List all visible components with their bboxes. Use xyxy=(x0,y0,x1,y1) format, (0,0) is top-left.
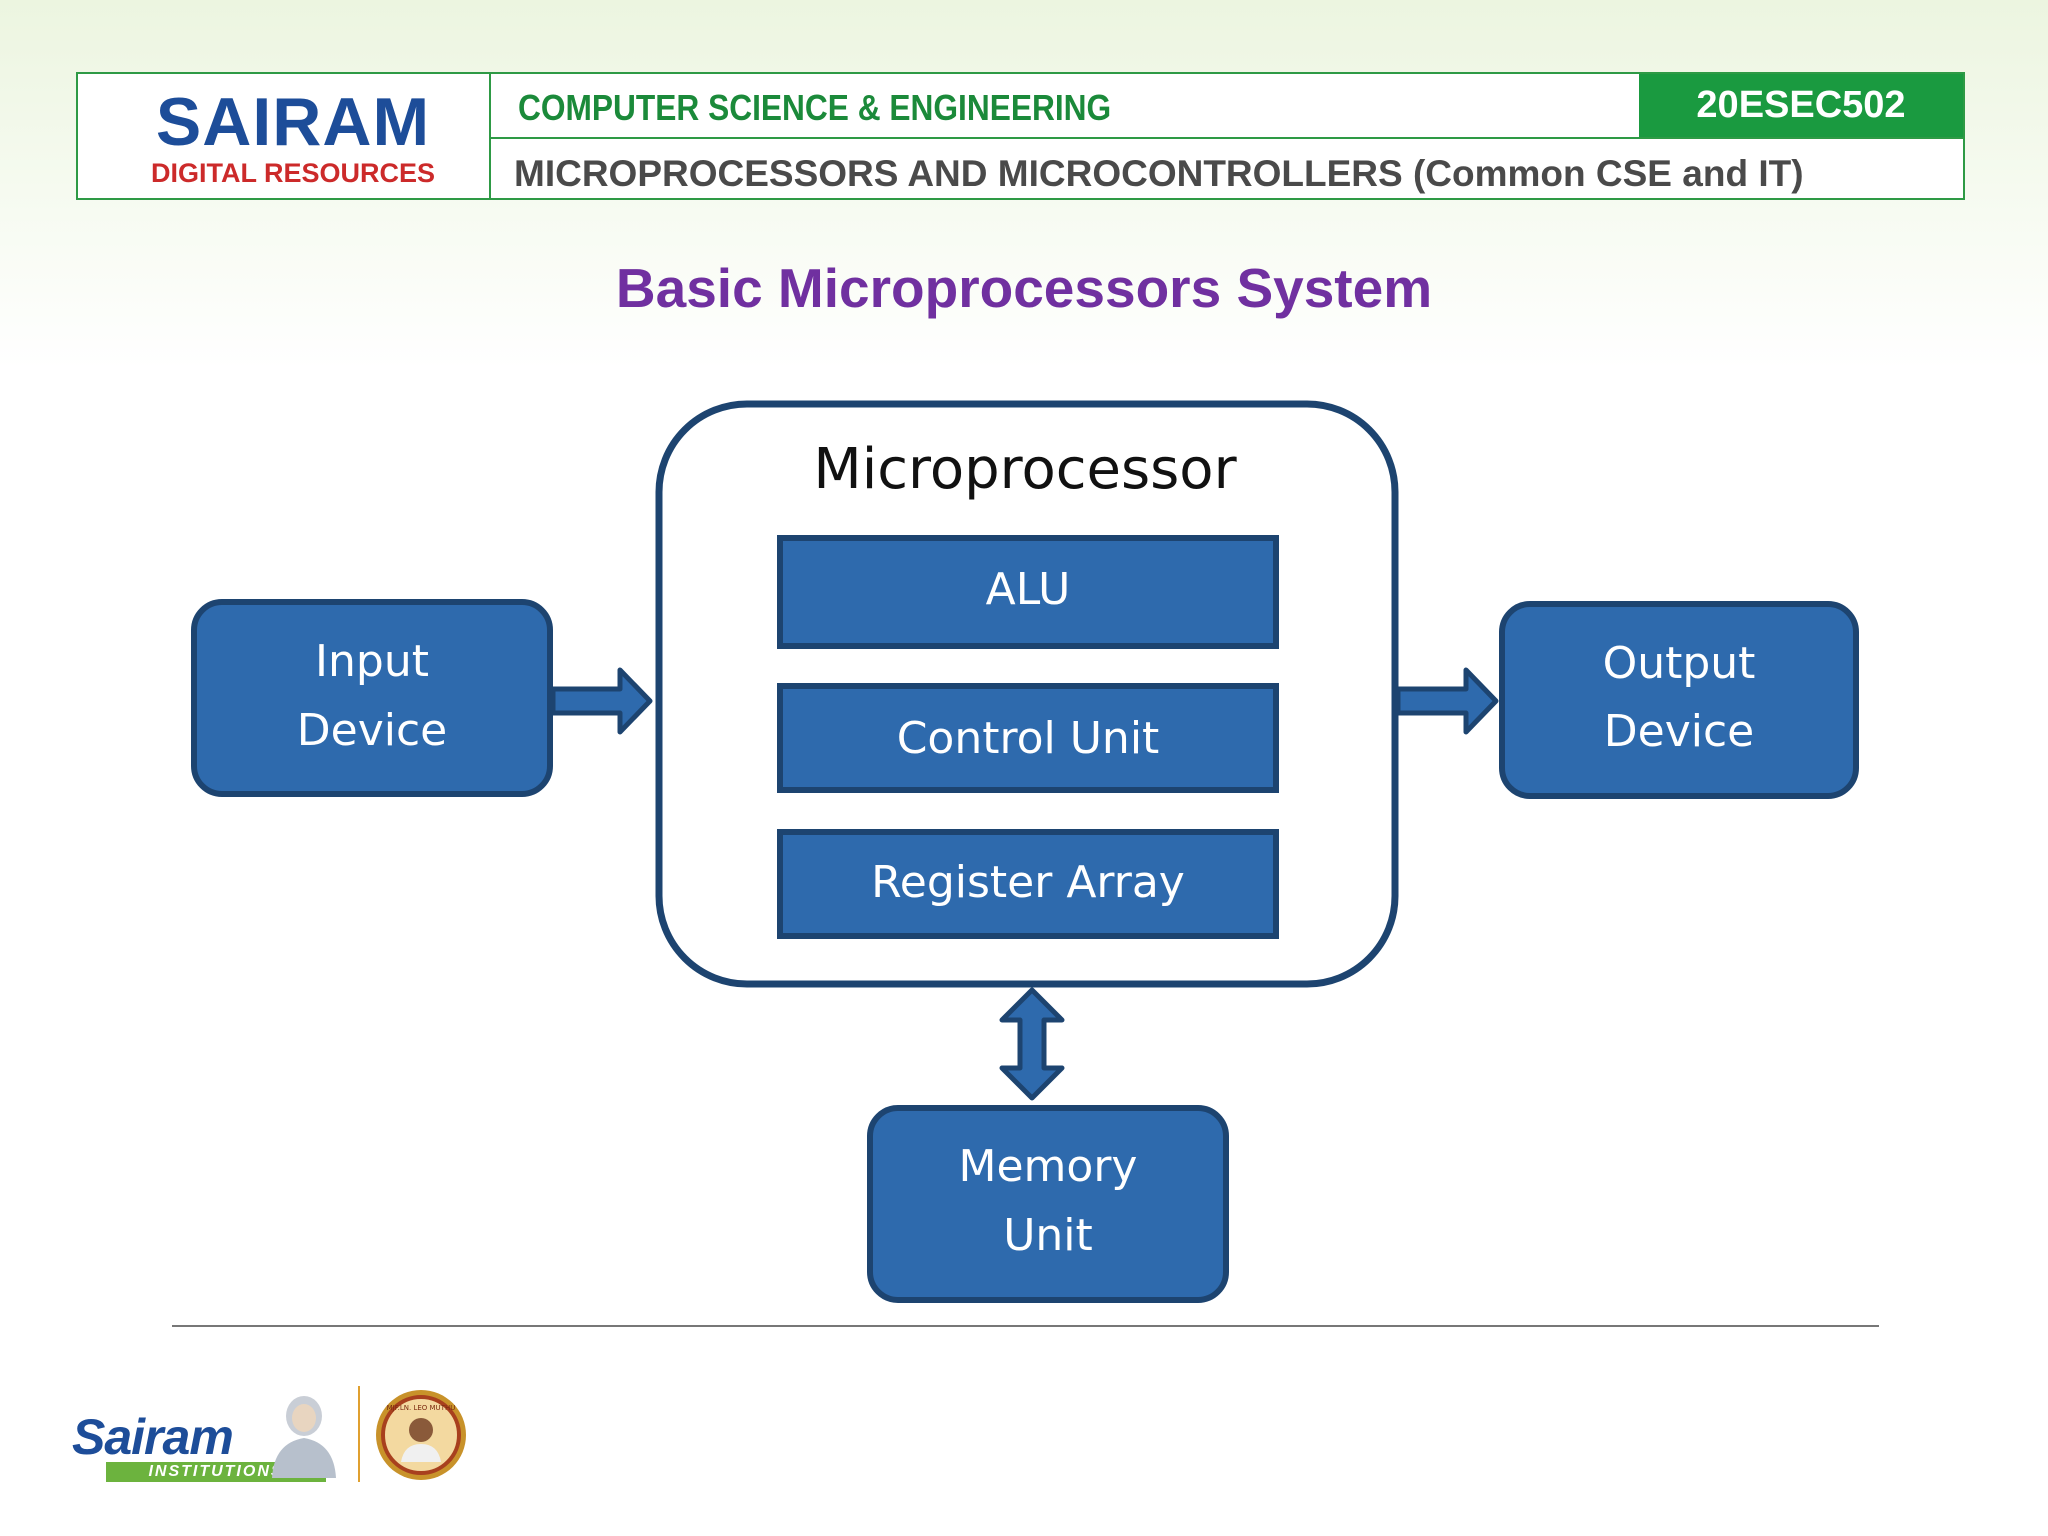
memory-unit-label-line1: Memory xyxy=(959,1141,1138,1192)
brand-name: Sairam xyxy=(72,1409,234,1465)
logo-main-text: SAIRAM xyxy=(155,84,431,160)
slide-title: Basic Microprocessors System xyxy=(615,257,1433,319)
memory-unit-block xyxy=(867,1105,1229,1303)
logo-sub-text: DIGITAL RESOURCES xyxy=(150,158,436,188)
footer-separator xyxy=(358,1386,360,1482)
output-device-label-line2: Device xyxy=(1604,706,1754,757)
input-device-label-line1: Input xyxy=(315,636,429,687)
alu-label: ALU xyxy=(986,564,1071,615)
microprocessor-label: Microprocessor xyxy=(813,437,1237,502)
founder-portrait-icon xyxy=(272,1396,336,1478)
department-name: COMPUTER SCIENCE & ENGINEERING xyxy=(518,87,1112,128)
brand-tag: INSTITUTIONS xyxy=(106,1462,326,1482)
arrow-input-to-cpu xyxy=(550,667,653,735)
input-device-label-line2: Device xyxy=(297,705,447,756)
input-device-block xyxy=(191,599,553,797)
sairam-digital-logo: SAIRAM DIGITAL RESOURCES xyxy=(78,74,491,198)
course-code: 20ESEC502 xyxy=(1639,74,1963,137)
footer-rule xyxy=(172,1325,1879,1327)
control-unit-label: Control Unit xyxy=(897,713,1160,764)
control-unit-block xyxy=(777,683,1279,793)
arrow-cpu-to-output xyxy=(1395,667,1499,735)
header-banner: SAIRAM DIGITAL RESOURCES COMPUTER SCIENC… xyxy=(76,72,1965,200)
subject-title: MICROPROCESSORS AND MICROCONTROLLERS (Co… xyxy=(514,153,1804,194)
arrow-cpu-memory-bidirectional xyxy=(999,987,1065,1101)
alu-block xyxy=(777,535,1279,649)
seal-text: MJF.LN. LEO MUTHU xyxy=(387,1404,456,1412)
register-array-block xyxy=(777,829,1279,939)
header-divider xyxy=(491,137,1963,139)
sairam-institutions-logo: Sairam INSTITUTIONS xyxy=(72,1390,352,1482)
register-array-label: Register Array xyxy=(871,857,1185,908)
founder-seal-icon: MJF.LN. LEO MUTHU xyxy=(376,1390,466,1480)
output-device-block xyxy=(1499,601,1859,799)
memory-unit-label-line2: Unit xyxy=(1003,1210,1093,1261)
output-device-label-line1: Output xyxy=(1603,638,1756,689)
